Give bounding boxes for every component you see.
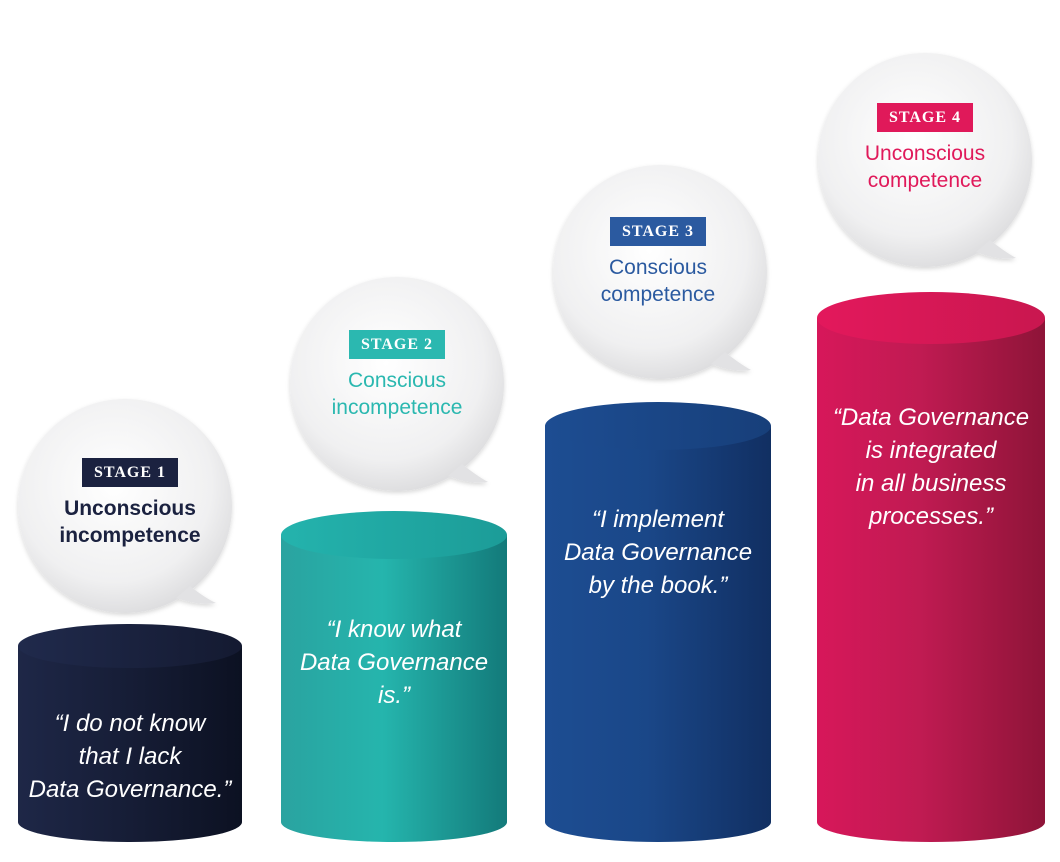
speech-bubble-stage-4: [818, 53, 1032, 267]
quote-line: Data Governance: [563, 539, 753, 566]
quote-line: by the book.”: [588, 572, 728, 599]
speech-bubble-stage-2: [290, 277, 504, 491]
quote-line: “I do not know: [54, 710, 206, 737]
quote-line: processes.”: [868, 503, 994, 530]
quote-line: Data Governance.”: [28, 776, 232, 803]
quote-line: Data Governance: [299, 649, 489, 676]
quote-stage-2: “I know what Data Governance is.”: [281, 613, 507, 712]
speech-bubble-stage-1: [18, 399, 232, 613]
quote-line: that I lack: [78, 743, 182, 770]
cylinder-stage-4: [817, 292, 1045, 842]
quote-line: in all business: [855, 470, 1007, 497]
quote-line: “I implement: [591, 506, 725, 533]
quote-stage-4: “Data Governance is integrated in all bu…: [817, 401, 1045, 533]
quote-stage-1: “I do not know that I lack Data Governan…: [18, 707, 242, 806]
quote-line: “Data Governance: [832, 404, 1030, 431]
quote-line: “I know what: [326, 616, 462, 643]
cylinder-stage-3: [545, 402, 771, 842]
quote-line: is.”: [378, 682, 410, 709]
cylinder-stage-2: [281, 511, 507, 842]
speech-bubble-stage-3: [553, 165, 767, 379]
quote-stage-3: “I implement Data Governance by the book…: [545, 503, 771, 602]
cylinder-stage-1: [18, 624, 242, 842]
quote-line: is integrated: [865, 437, 997, 464]
